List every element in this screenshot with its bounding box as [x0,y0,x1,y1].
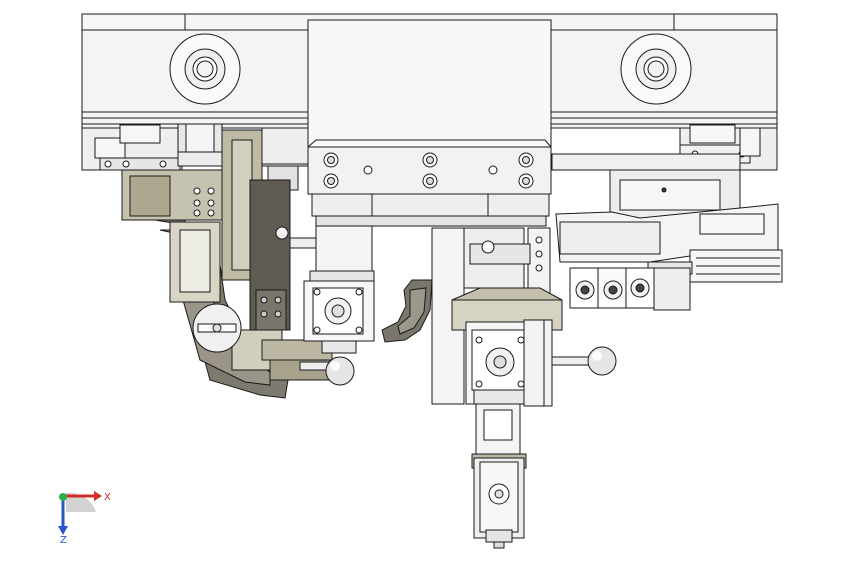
center-side-bracket [523,319,553,407]
x-axis-label: X [104,492,111,503]
right-pulley [620,33,692,105]
right-cylinder-assembly [555,203,783,311]
triad-plane [66,492,96,512]
right-lower-carriage [551,153,741,219]
left-ball-handle [299,356,355,386]
right-ball-handle [549,346,617,376]
z-axis-label: Z [60,535,67,546]
left-knob [192,303,242,353]
left-vertical-slide [275,225,375,354]
right-rail-end-block [679,124,778,171]
left-slide-plate [121,123,309,281]
left-pulley [169,33,241,105]
z-axis-arrowhead [58,526,68,535]
curved-clamp [381,279,433,343]
x-axis-arrowhead [94,491,102,501]
left-rail-end-block [81,124,183,171]
center-column [431,227,563,405]
coordinate-triad: X Z [58,491,111,546]
central-carriage [307,19,552,227]
y-axis-dot [59,493,67,501]
